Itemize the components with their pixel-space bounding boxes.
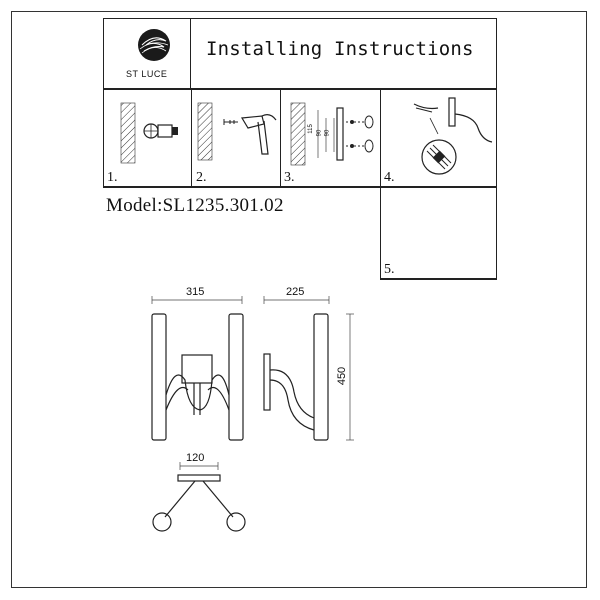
step-5-label: 5. <box>384 262 395 277</box>
header-cell <box>103 18 497 90</box>
step-1-label: 1. <box>107 170 118 185</box>
step-5-cell <box>380 188 497 280</box>
front-width-label: 315 <box>186 286 205 298</box>
st-luce-spiral-logo-icon <box>132 27 176 71</box>
step-divider <box>280 90 281 188</box>
brand-name: ST LUCE <box>126 69 168 79</box>
model-number: Model:SL1235.301.02 <box>106 195 284 216</box>
steps-row <box>103 90 497 188</box>
step-divider <box>191 90 192 188</box>
logo-divider <box>190 18 191 90</box>
step-divider <box>380 90 381 280</box>
page-title: Installing Instructions <box>206 38 474 60</box>
step-2-label: 2. <box>196 170 207 185</box>
wall-drill-icon <box>120 102 178 164</box>
height-dimension <box>346 313 354 441</box>
step-3-label: 3. <box>284 170 295 185</box>
mounting-plate-screws-icon <box>290 102 374 166</box>
height-label: 450 <box>336 366 349 386</box>
front-width-dimension <box>151 296 243 304</box>
page-frame <box>11 11 587 588</box>
front-view-fixture <box>151 313 244 441</box>
side-depth-label: 225 <box>286 286 305 298</box>
top-view-fixture <box>152 474 246 532</box>
top-span-dimension <box>179 462 219 470</box>
step-4-label: 4. <box>384 170 395 185</box>
hammer-anchor-icon <box>197 102 277 161</box>
side-depth-dimension <box>263 296 330 304</box>
side-view-fixture <box>263 313 329 441</box>
wire-connection-icon <box>413 97 493 175</box>
top-span-label: 120 <box>186 452 205 464</box>
